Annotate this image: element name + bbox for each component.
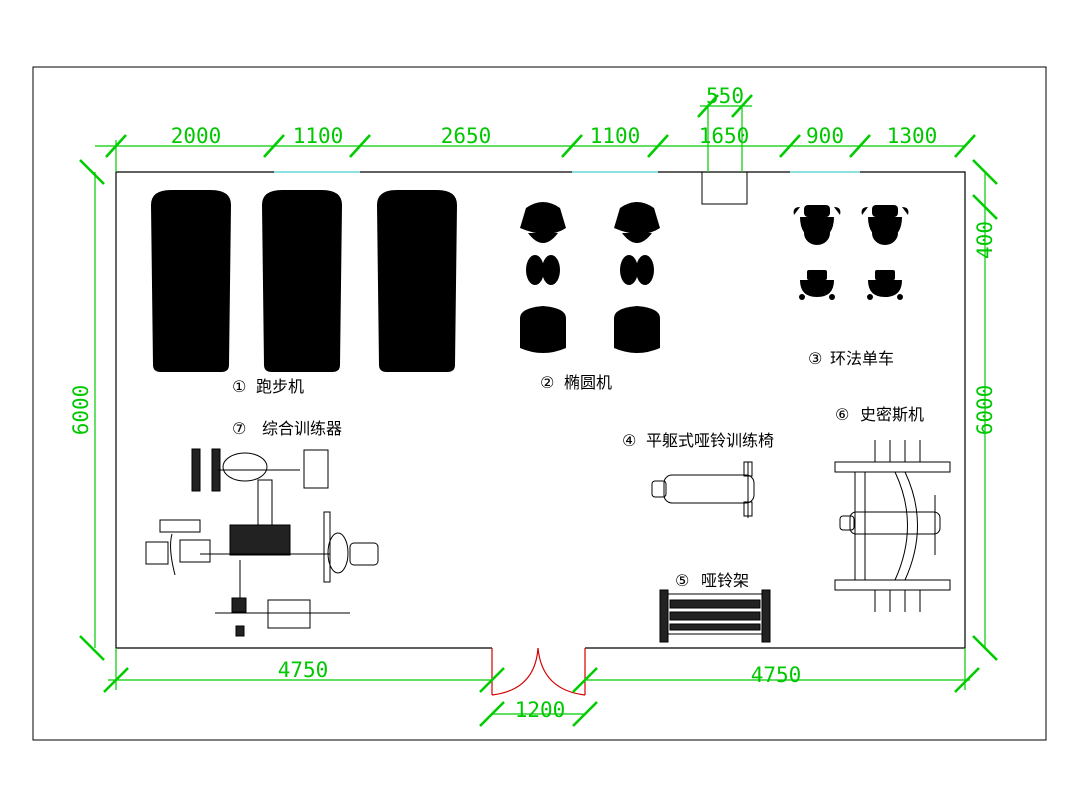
drawing-frame [32, 66, 1047, 741]
label-5-name: 哑铃架 [701, 571, 749, 590]
label-2-name: 椭圆机 [564, 373, 612, 392]
door [491, 647, 586, 696]
dim-top-extra: 550 [706, 84, 744, 108]
dim-door: 1200 [515, 698, 566, 722]
label-4-name: 平躯式哑铃训练椅 [646, 431, 774, 450]
label-4-number: ④ [622, 431, 636, 450]
treadmill-1 [151, 190, 231, 372]
treadmill-2 [262, 190, 342, 372]
bike-2 [861, 205, 909, 328]
label-3-name: 环法单车 [830, 349, 894, 368]
multi-station-trainer [145, 448, 379, 637]
bike-1 [793, 205, 841, 328]
wall-column [701, 171, 748, 205]
dim-right-upper: 400 [973, 221, 997, 259]
dim-top-4: 1100 [590, 124, 641, 148]
elliptical-2 [607, 202, 667, 353]
dim-bottom-left: 4750 [278, 658, 329, 682]
dim-top-3: 2650 [441, 124, 492, 148]
dim-right-lower: 6000 [973, 385, 997, 436]
label-5-number: ⑤ [675, 571, 689, 590]
dumbbell-bench [651, 461, 755, 518]
dim-top-1: 2000 [171, 124, 222, 148]
dimension-ticks [79, 94, 998, 727]
label-6-name: 史密斯机 [860, 405, 924, 424]
label-7-number: ⑦ [232, 419, 246, 438]
dim-top-5: 1650 [699, 124, 750, 148]
label-1-number: ① [232, 377, 246, 396]
dumbbell-rack [659, 589, 771, 643]
label-6-number: ⑥ [835, 405, 849, 424]
room-walls [115, 171, 966, 649]
smith-machine [834, 440, 951, 612]
label-1-name: 跑步机 [256, 377, 304, 396]
dim-top-7: 1300 [887, 124, 938, 148]
treadmill-3 [377, 190, 457, 372]
treadmill-group [151, 190, 457, 372]
dumbbell-rows [669, 599, 761, 631]
dim-left: 6000 [69, 385, 93, 436]
bike-group [793, 205, 909, 328]
dim-top-2: 1100 [293, 124, 344, 148]
label-7-name: 综合训练器 [262, 419, 342, 438]
dim-bottom-right: 4750 [751, 663, 802, 687]
label-2-number: ② [540, 373, 554, 392]
equipment-labels: ① 跑步机 ② 椭圆机 ③ 环法单车 ④ 平躯式哑铃训练椅 ⑤ 哑铃架 ⑥ 史密… [232, 349, 924, 590]
elliptical-group [513, 202, 667, 353]
dim-top-6: 900 [806, 124, 844, 148]
label-3-number: ③ [808, 349, 822, 368]
elliptical-1 [513, 202, 573, 353]
